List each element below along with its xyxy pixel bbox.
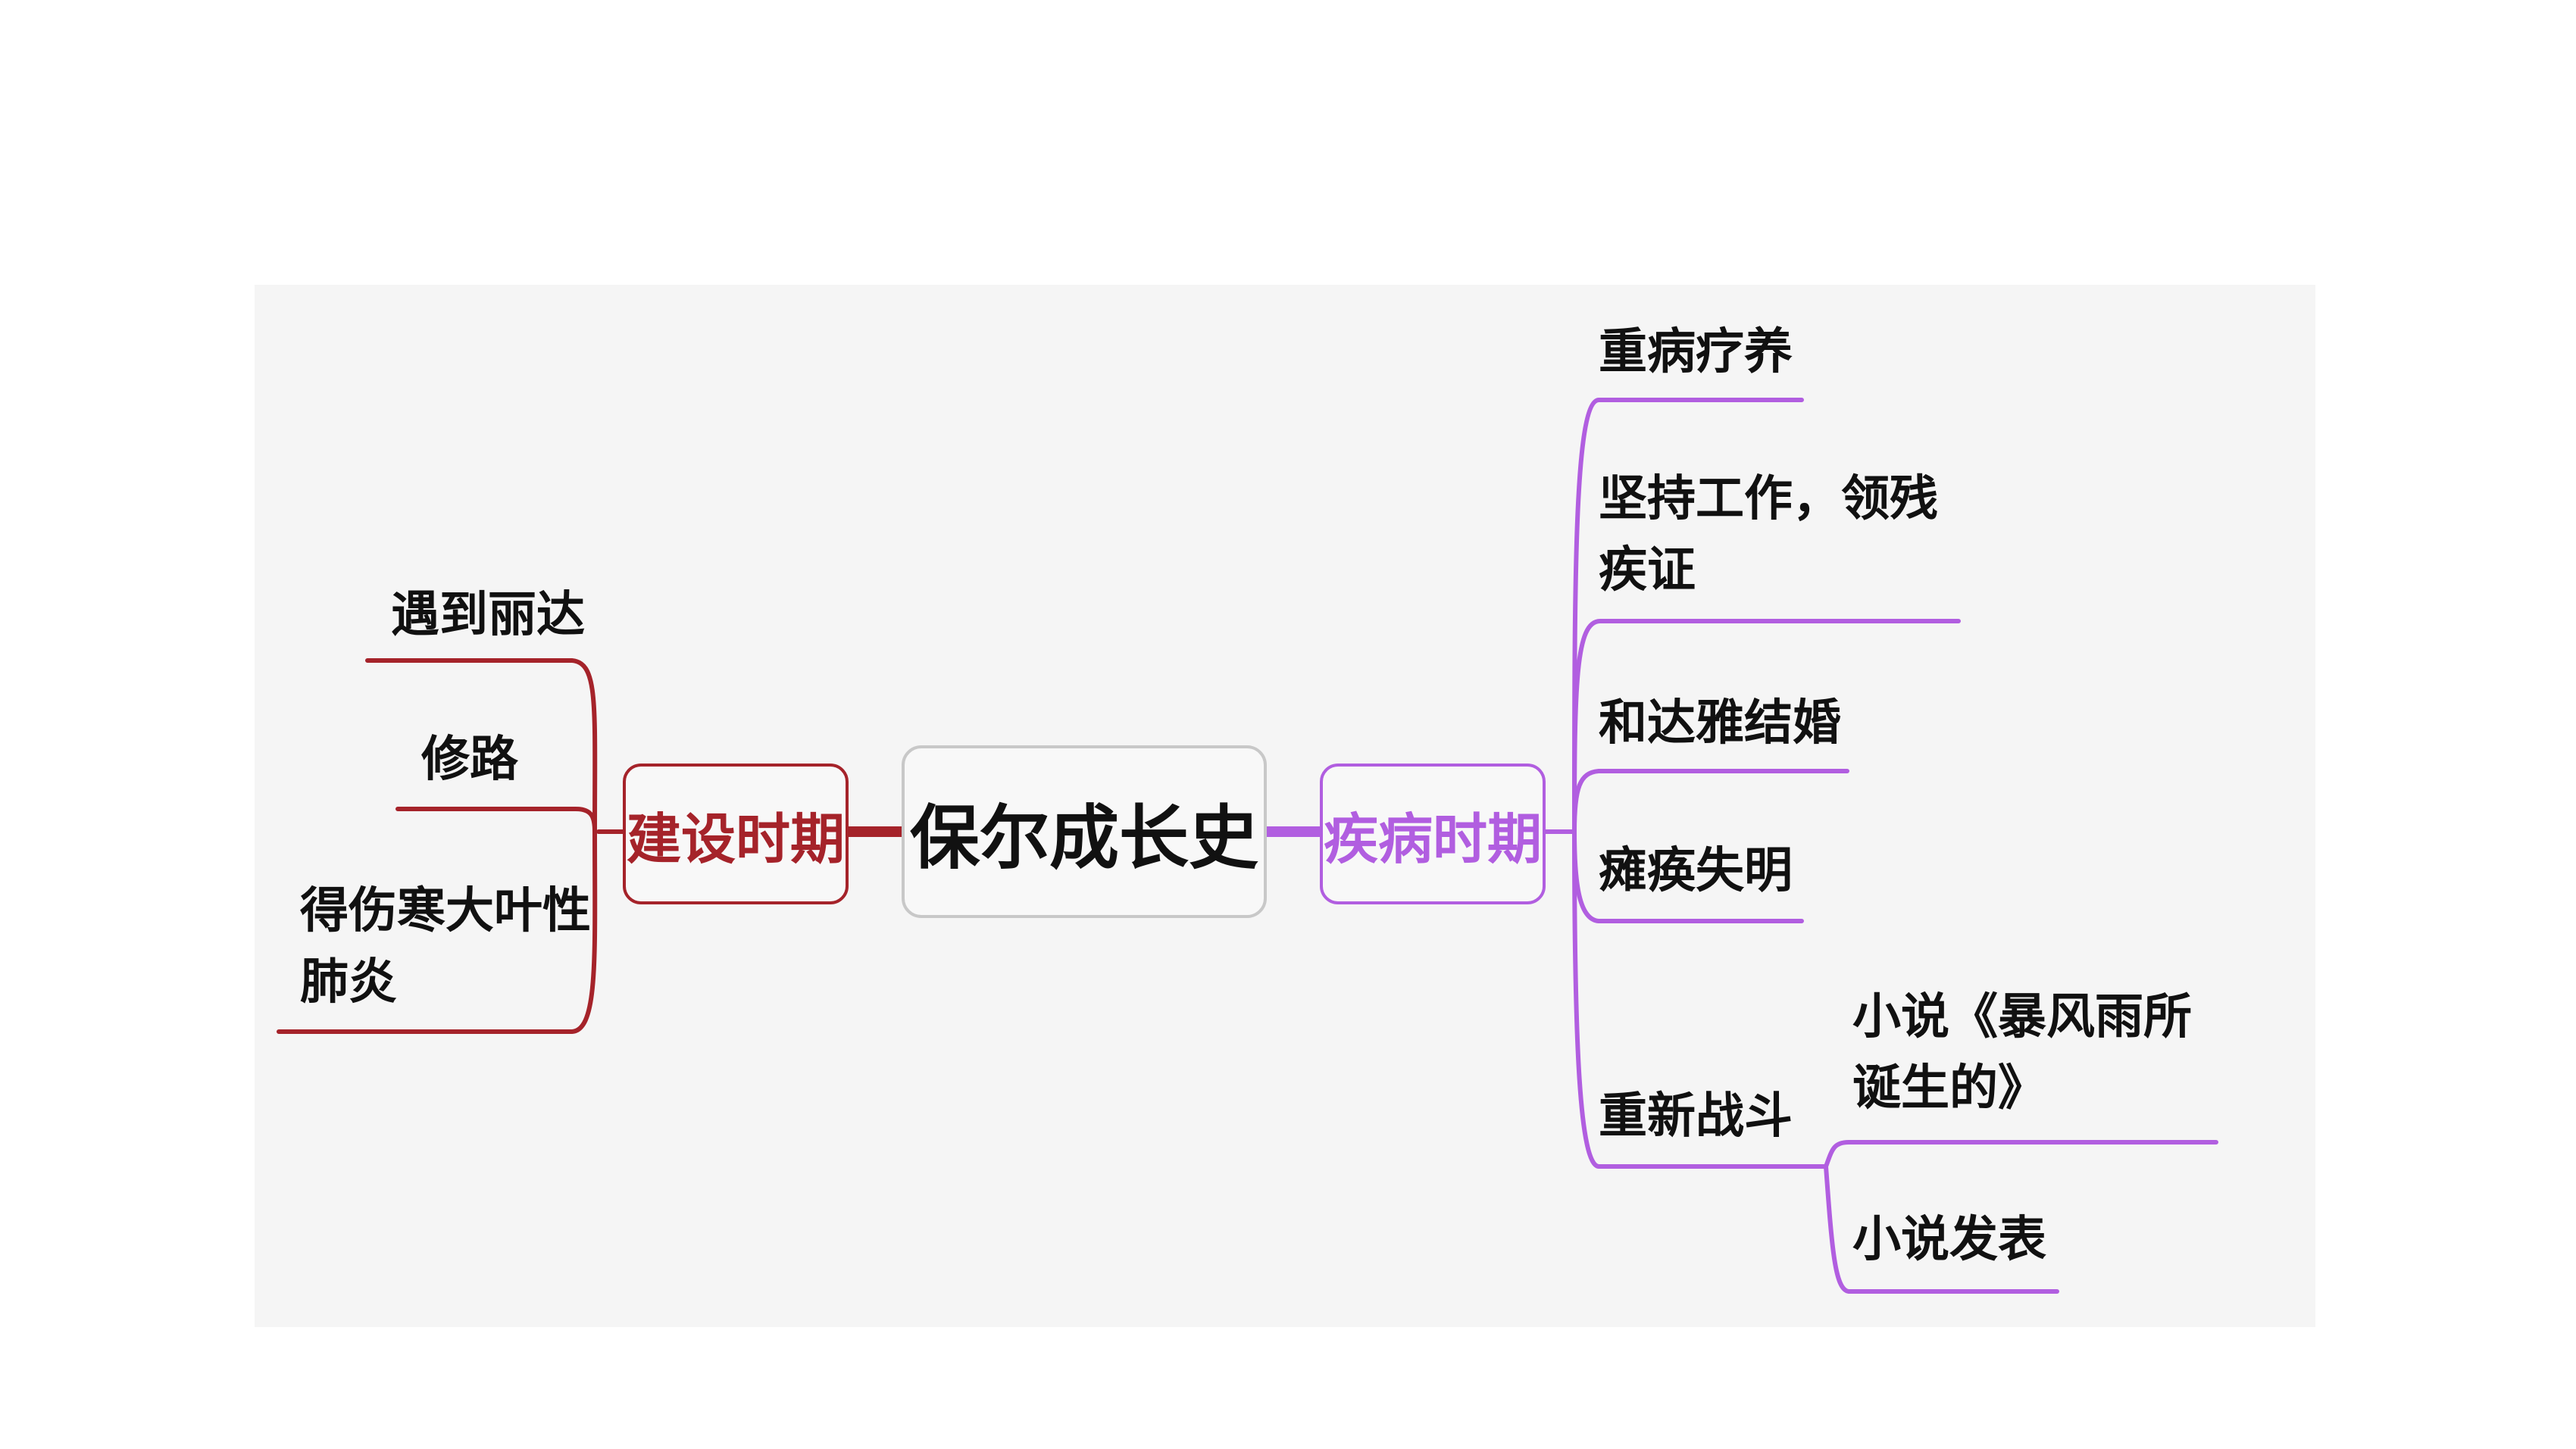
leaf-node[interactable]: 坚持工作，领残 疾证 bbox=[1599, 464, 1938, 606]
branch-node-construction[interactable]: 建设时期 bbox=[623, 764, 849, 904]
leaf-node[interactable]: 和达雅结婚 bbox=[1599, 688, 1841, 759]
leaf-node[interactable]: 重病疗养 bbox=[1599, 317, 1793, 388]
left-branch-lines bbox=[277, 658, 625, 1034]
leaf-label-line: 坚持工作，领残 bbox=[1599, 470, 1938, 527]
root-node[interactable]: 保尔成长史 bbox=[902, 745, 1267, 918]
leaf-label: 修路 bbox=[421, 731, 518, 788]
leaf-node[interactable]: 小说发表 bbox=[1852, 1204, 2046, 1276]
leaf-label: 小说发表 bbox=[1852, 1211, 2046, 1268]
leaf-label-line: 小说《暴风雨所 bbox=[1852, 988, 2192, 1045]
leaf-node[interactable]: 瘫痪失明 bbox=[1599, 835, 1793, 907]
leaf-label-line: 得伤寒大叶性 bbox=[300, 882, 591, 939]
leaf-node[interactable]: 小说《暴风雨所 诞生的》 bbox=[1852, 982, 2192, 1124]
root-label: 保尔成长史 bbox=[909, 796, 1258, 879]
branch-label: 建设时期 bbox=[626, 806, 845, 871]
leaf-label: 重病疗养 bbox=[1599, 323, 1793, 380]
leaf-label-line: 疾证 bbox=[1599, 542, 1696, 598]
leaf-node[interactable]: 修路 bbox=[421, 724, 518, 795]
leaf-node[interactable]: 重新战斗 bbox=[1599, 1081, 1793, 1152]
leaf-label-line: 肺炎 bbox=[300, 954, 397, 1010]
leaf-node[interactable]: 得伤寒大叶性 肺炎 bbox=[300, 876, 591, 1018]
branch-node-illness[interactable]: 疾病时期 bbox=[1320, 764, 1546, 904]
diagram-canvas bbox=[255, 285, 2315, 1327]
leaf-label: 瘫痪失明 bbox=[1599, 842, 1793, 899]
leaf-label: 和达雅结婚 bbox=[1599, 695, 1841, 751]
leaf-label: 重新战斗 bbox=[1599, 1088, 1793, 1145]
leaf-node[interactable]: 遇到丽达 bbox=[391, 579, 585, 651]
leaf-label: 遇到丽达 bbox=[391, 586, 585, 643]
branch-label: 疾病时期 bbox=[1323, 806, 1542, 871]
leaf-label-line: 诞生的》 bbox=[1852, 1060, 2046, 1116]
right-branch-lines bbox=[1543, 398, 2218, 1294]
